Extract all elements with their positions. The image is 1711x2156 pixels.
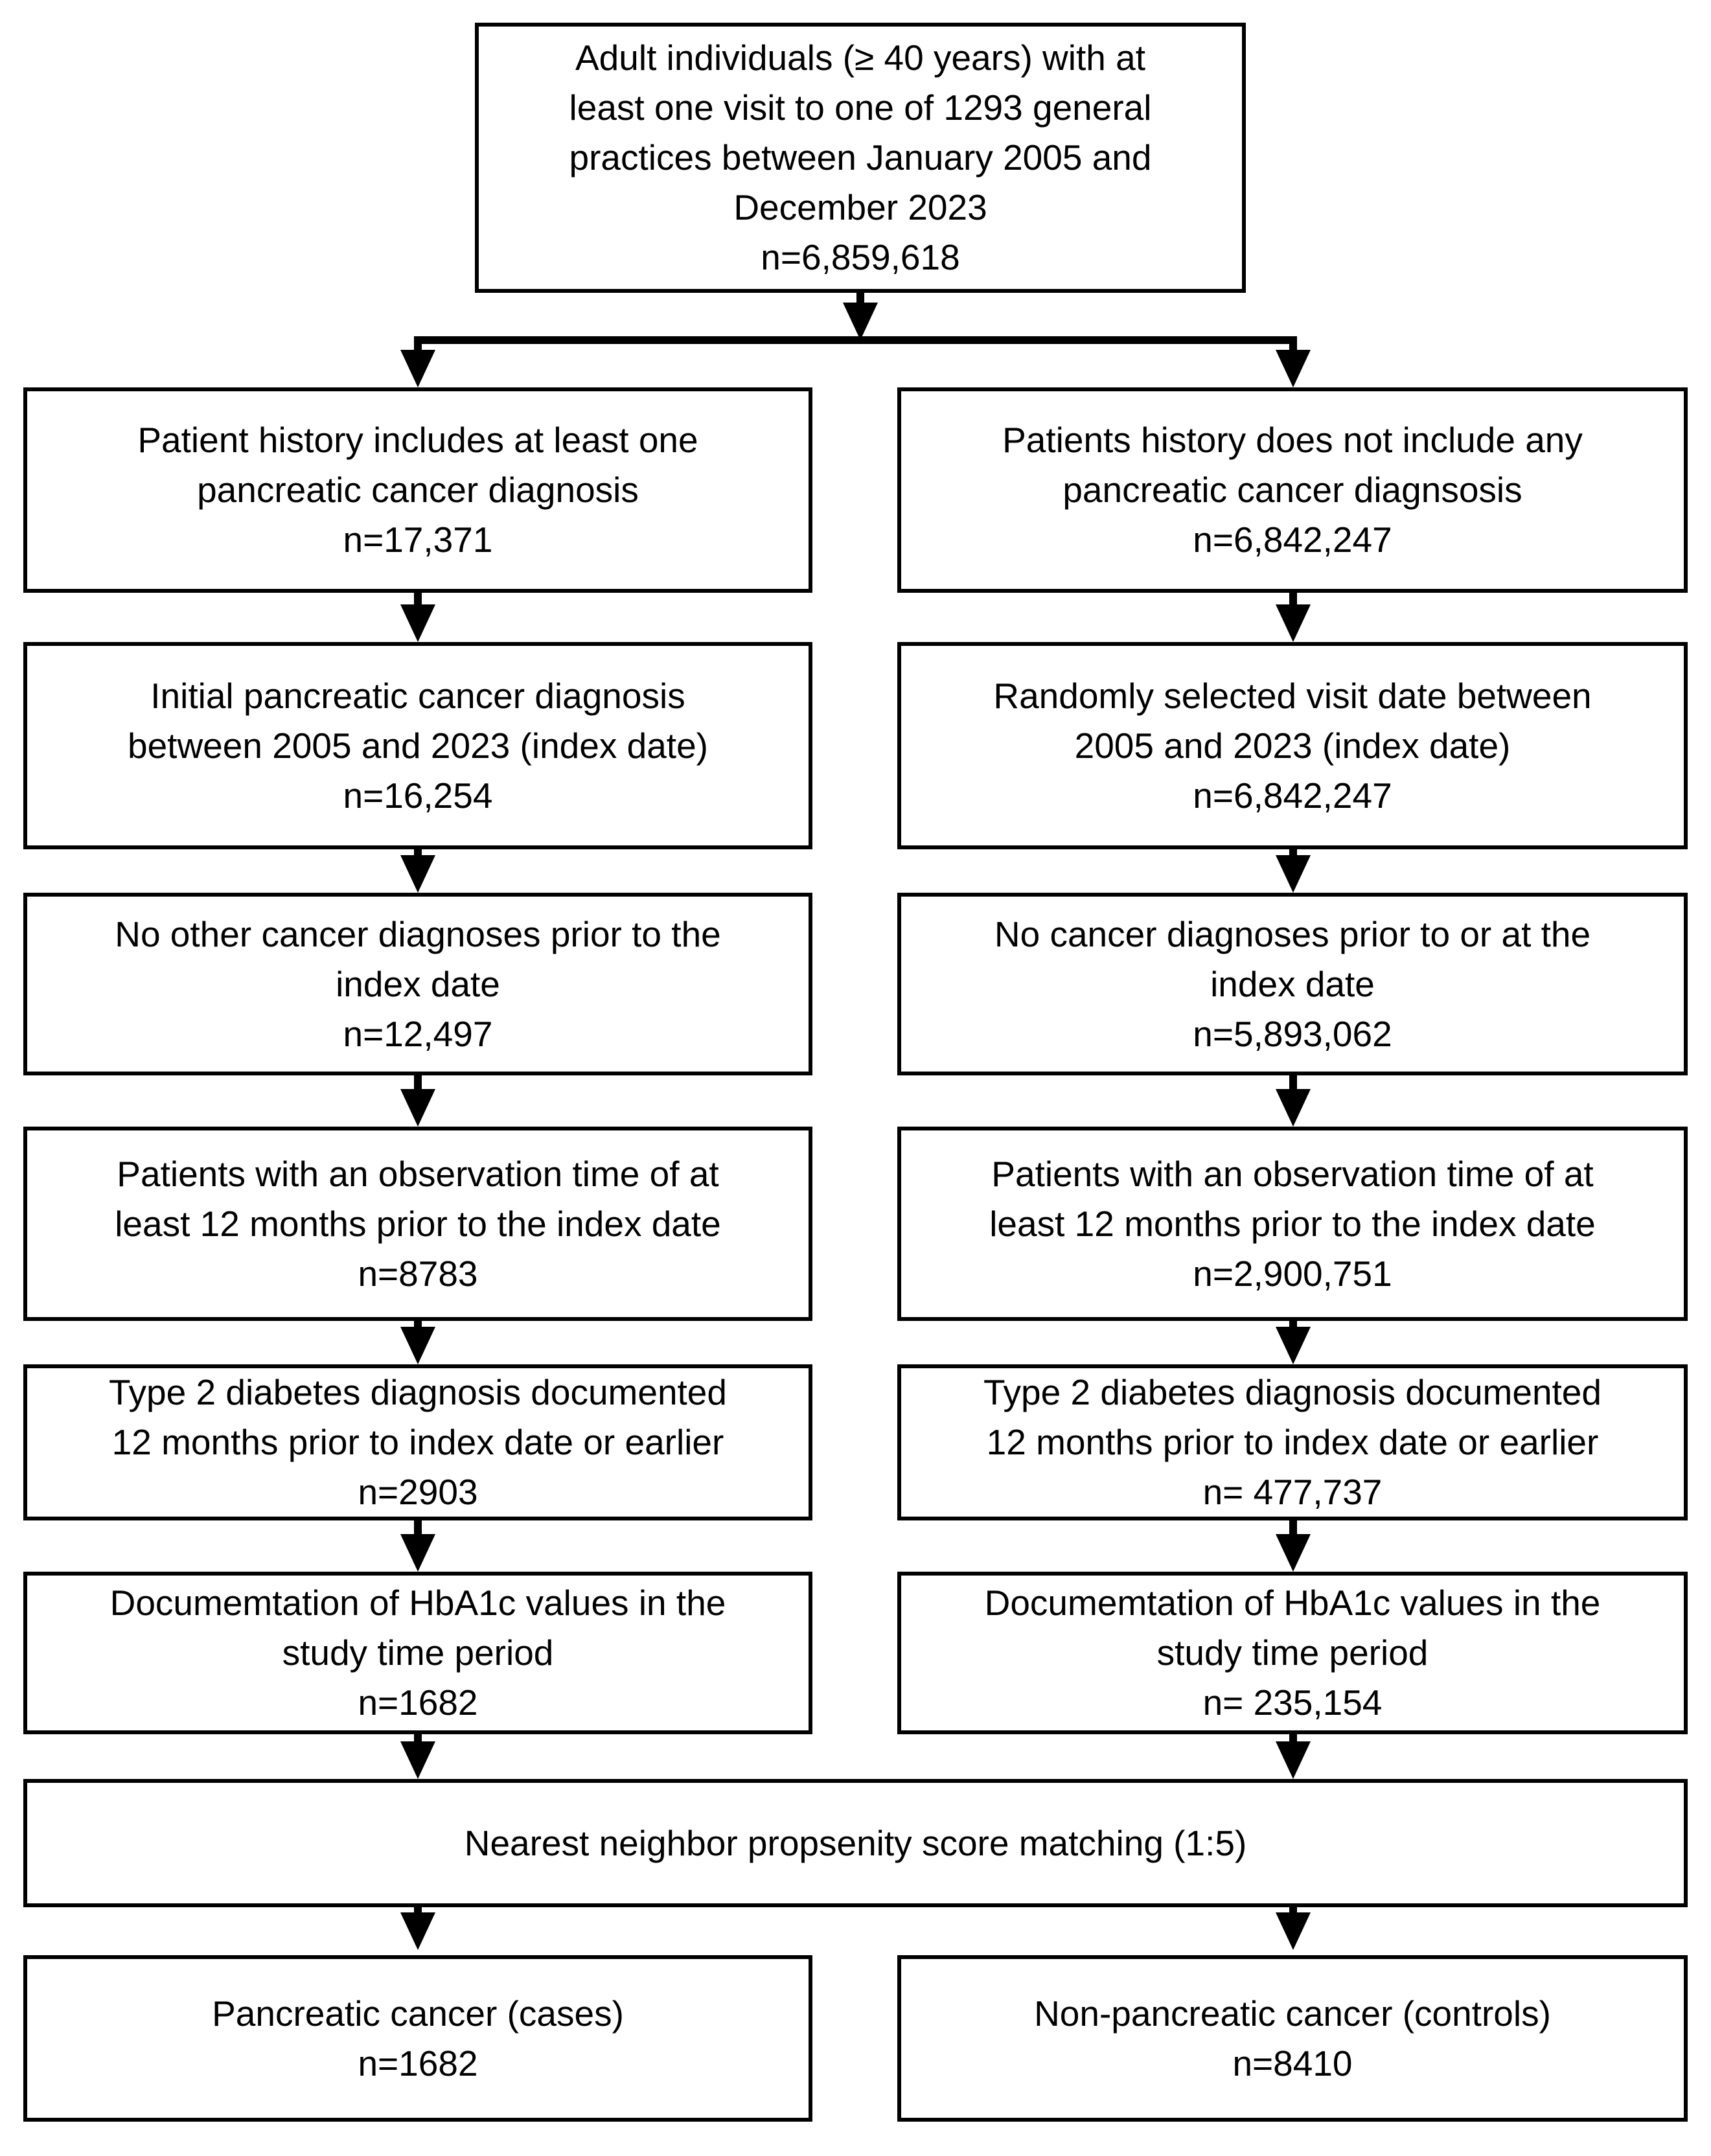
connector-row3-row4-left: [400, 849, 435, 893]
box-source-population: Adult individuals (≥ 40 years) with at l…: [475, 23, 1246, 293]
box-hba1c-documentation-controls: Documemtation of HbA1c values in the stu…: [897, 1572, 1688, 1734]
box-pancreatic-cancer-history: Patient history includes at least one pa…: [23, 387, 812, 593]
box-final-cases: Pancreatic cancer (cases) n=1682: [23, 1955, 812, 2122]
arrow-down-icon: [400, 855, 435, 893]
arrow-down-icon: [843, 303, 878, 340]
arrow-down-icon: [1276, 604, 1311, 642]
arrow-down-icon: [400, 1534, 435, 1572]
arrow-down-icon: [1276, 1534, 1311, 1572]
connector-matching-outcome-right: [1276, 1907, 1311, 1950]
connector-row5-row6-left: [400, 1321, 435, 1364]
connector-matching-outcome-left: [400, 1907, 435, 1950]
box-initial-pc-diagnosis: Initial pancreatic cancer diagnosis betw…: [23, 642, 812, 849]
arrow-down-icon: [1276, 855, 1311, 893]
box-no-cancer: No cancer diagnoses prior to or at the i…: [897, 893, 1688, 1075]
arrow-down-icon: [1276, 1741, 1311, 1779]
arrow-down-icon: [400, 604, 435, 642]
box-propensity-matching: Nearest neighbor propsenity score matchi…: [23, 1779, 1688, 1907]
arrow-down-icon: [400, 350, 435, 387]
box-final-controls: Non-pancreatic cancer (controls) n=8410: [897, 1955, 1688, 2122]
connector-row3-row4-right: [1276, 849, 1311, 893]
arrow-down-icon: [1276, 1327, 1311, 1364]
box-random-visit-date: Randomly selected visit date between 200…: [897, 642, 1688, 849]
box-type2-diabetes-controls: Type 2 diabetes diagnosis documented 12 …: [897, 1364, 1688, 1520]
box-no-other-cancer: No other cancer diagnoses prior to the i…: [23, 893, 812, 1075]
connector-row2-row3-right: [1276, 593, 1311, 642]
box-observation-time-cases: Patients with an observation time of at …: [23, 1127, 812, 1321]
box-observation-time-controls: Patients with an observation time of at …: [897, 1127, 1688, 1321]
connector-row6-row7-left: [400, 1520, 435, 1572]
connector-row7-matching-right: [1276, 1734, 1311, 1779]
connector-row4-row5-left: [400, 1075, 435, 1127]
arrow-down-icon: [1276, 1089, 1311, 1127]
arrow-down-icon: [400, 1741, 435, 1779]
connector-row7-matching-left: [400, 1734, 435, 1779]
arrow-down-icon: [1276, 350, 1311, 387]
connector-top-to-split: [843, 293, 878, 340]
arrow-down-icon: [400, 1912, 435, 1950]
connector-row5-row6-right: [1276, 1321, 1311, 1364]
connector-row6-row7-right: [1276, 1520, 1311, 1572]
connector-row2-row3-left: [400, 593, 435, 642]
arrow-down-icon: [400, 1327, 435, 1364]
arrow-down-icon: [400, 1089, 435, 1127]
connector-row4-row5-right: [1276, 1075, 1311, 1127]
connector-split-bar: [400, 336, 1311, 387]
box-hba1c-documentation-cases: Documemtation of HbA1c values in the stu…: [23, 1572, 812, 1734]
arrow-down-icon: [1276, 1912, 1311, 1950]
box-no-pancreatic-cancer-history: Patients history does not include any pa…: [897, 387, 1688, 593]
box-type2-diabetes-cases: Type 2 diabetes diagnosis documented 12 …: [23, 1364, 812, 1520]
